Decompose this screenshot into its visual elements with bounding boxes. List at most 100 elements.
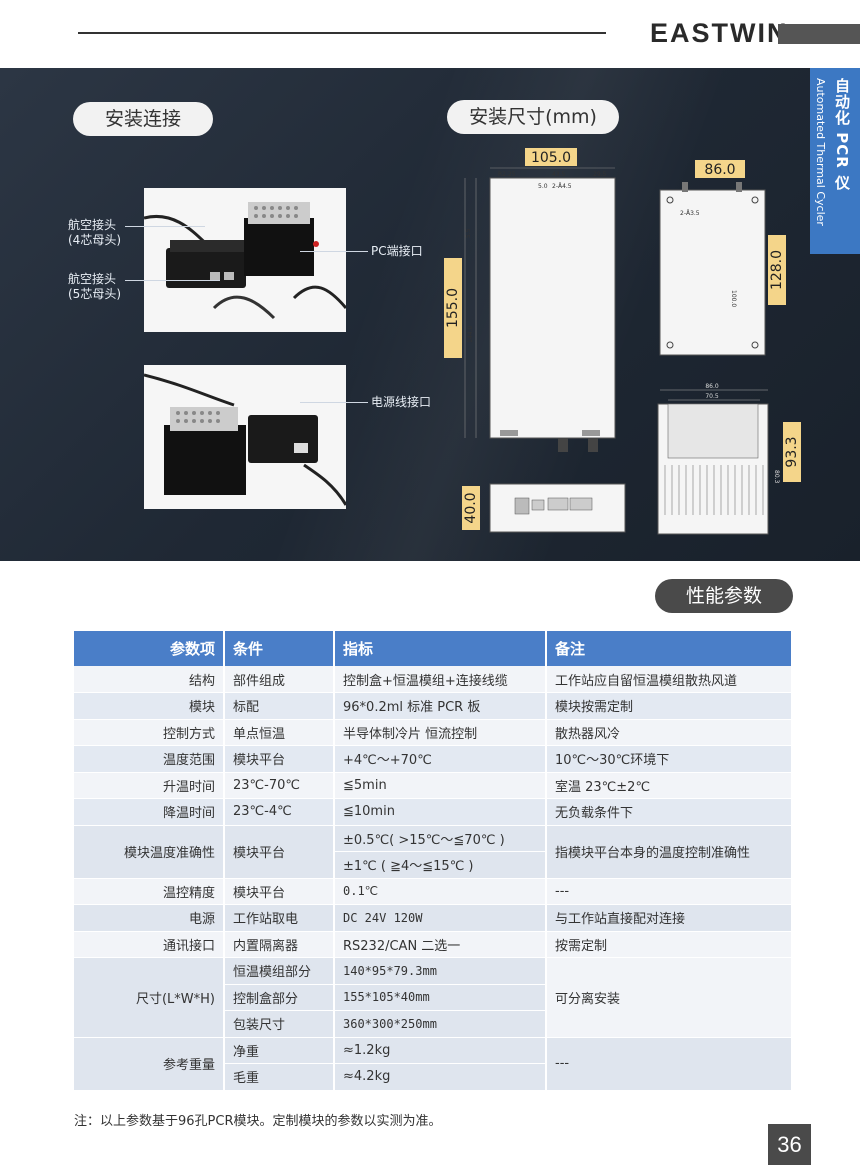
footnote: 注：以上参数基于96孔PCR模块。定制模块的参数以实测为准。 xyxy=(74,1114,442,1129)
cell-indicator: 0.1℃ xyxy=(334,878,547,905)
drawing-front-view: 105.0 155.0 R2.25 43.5 29.5 5.0 2-Å4.5 5… xyxy=(440,148,630,468)
dim-front-height: 155.0 xyxy=(445,288,461,328)
performance-title: 性能参数 xyxy=(655,579,793,613)
cell-param: 升温时间 xyxy=(74,772,225,799)
cell-condition: 模块平台 xyxy=(224,825,335,879)
cell-remark: 按需定制 xyxy=(546,931,793,958)
cell-indicator: 96*0.2ml 标准 PCR 板 xyxy=(334,692,547,720)
header-param: 参数项 xyxy=(74,631,225,666)
cell-remark: 指模块平台本身的温度控制准确性 xyxy=(546,825,793,879)
cell-param: 尺寸(L*W*H) xyxy=(74,957,225,1038)
dim-end-height: 93.3 xyxy=(784,436,800,467)
cell-remark: 10℃～30℃环境下 xyxy=(546,745,793,773)
cell-param: 控制方式 xyxy=(74,719,225,746)
install-section: 安装连接 安装尺寸(mm) 自动化 PCR 仪 Automated Therma… xyxy=(0,68,860,561)
table-row: 控制盒部分 155*105*40mm xyxy=(74,984,792,1011)
cell-param: 模块温度准确性 xyxy=(74,825,225,879)
cell-indicator: 155*105*40mm xyxy=(334,984,547,1011)
cell-param: 参考重量 xyxy=(74,1037,225,1091)
table-row: 模块 标配 96*0.2ml 标准 PCR 板 模块按需定制 xyxy=(74,692,793,720)
table-row: 包装尺寸 360*300*250mm xyxy=(74,1010,792,1038)
cell-param: 温度范围 xyxy=(74,745,225,773)
cell-condition: 恒温模组部分 xyxy=(224,957,335,985)
table-row: 结构 部件组成 控制盒+恒温模组+连接线缆 工作站应自留恒温模组散热风道 xyxy=(74,666,793,693)
label-pc-port: PC端接口 xyxy=(371,244,423,258)
product-photo-power xyxy=(144,365,346,509)
cell-indicator: ≦5min xyxy=(334,772,547,799)
table-row: 温控精度 模块平台 0.1℃ --- xyxy=(74,878,793,905)
dim-d: 2-Å4.5 xyxy=(552,183,572,190)
cell-param: 电源 xyxy=(74,904,225,932)
header-indicator: 指标 xyxy=(334,631,547,666)
cell-param: 结构 xyxy=(74,666,225,693)
table-header-row: 参数项 条件 指标 备注 xyxy=(74,631,793,666)
leader-line xyxy=(300,402,368,403)
side-tab-cn: 自动化 PCR 仪 xyxy=(833,78,851,191)
cell-param: 降温时间 xyxy=(74,798,225,826)
header-rule xyxy=(78,32,606,34)
label-air-connector-5: 航空接头 (5芯母头) xyxy=(68,272,121,301)
cell-condition: 内置隔离器 xyxy=(224,931,335,958)
dim-r: R2.25 xyxy=(498,171,516,178)
cell-condition: 净重 xyxy=(224,1037,335,1064)
cell-indicator: ±0.5℃( >15℃～≦70℃ ) xyxy=(334,825,547,852)
cell-condition: 单点恒温 xyxy=(224,719,335,746)
dim-side-inner: 100.0 xyxy=(730,290,737,307)
table-row: ±1℃ ( ≧4～≦15℃ ) xyxy=(74,851,792,879)
cell-remark: 室温 23℃±2℃ xyxy=(546,772,793,799)
cell-param: 模块 xyxy=(74,692,225,720)
cell-indicator: 半导体制冷片 恒流控制 xyxy=(334,719,547,746)
cell-condition: 部件组成 xyxy=(224,666,335,693)
cell-remark: --- xyxy=(546,878,793,905)
cell-condition: 23℃-70℃ xyxy=(224,772,335,799)
leader-line xyxy=(300,251,368,252)
cell-indicator: ≈1.2kg xyxy=(334,1037,547,1064)
table-row: 降温时间 23℃-4℃ ≦10min 无负载条件下 xyxy=(74,798,793,826)
cell-condition: 模块平台 xyxy=(224,878,335,905)
table-row: 控制方式 单点恒温 半导体制冷片 恒流控制 散热器风冷 xyxy=(74,719,793,746)
dim-c: 5.0 xyxy=(538,183,548,190)
table-row: 升温时间 23℃-70℃ ≦5min 室温 23℃±2℃ xyxy=(74,772,793,799)
dim-end-mid: 80.3 xyxy=(773,470,780,484)
cell-indicator: DC 24V 120W xyxy=(334,904,547,932)
table-row: 电源 工作站取电 DC 24V 120W 与工作站直接配对连接 xyxy=(74,904,793,932)
drawing-side-view: 86.0 128.0 2-Å3.5 100.0 xyxy=(640,160,795,365)
dim-inner-h: 144.0 xyxy=(467,326,474,343)
dim-end-width: 86.0 xyxy=(705,383,719,390)
table-row: 参考重量 净重 ≈1.2kg --- xyxy=(74,1037,793,1091)
cell-remark: 与工作站直接配对连接 xyxy=(546,904,793,932)
dim-end-inner: 70.5 xyxy=(705,393,719,400)
brand-logo: EASTWIN xyxy=(650,18,789,48)
cell-indicator: 140*95*79.3mm xyxy=(334,957,547,985)
cell-indicator: RS232/CAN 二选一 xyxy=(334,931,547,958)
cell-indicator: ±1℃ ( ≧4～≦15℃ ) xyxy=(334,851,547,879)
drawing-control-box: 40.0 xyxy=(460,476,630,536)
product-photo-connections xyxy=(144,188,346,332)
cell-remark: 模块按需定制 xyxy=(546,692,793,720)
leader-line xyxy=(125,226,205,227)
cell-param: 通讯接口 xyxy=(74,931,225,958)
label-power-port: 电源线接口 xyxy=(371,395,432,409)
cell-remark: 散热器风冷 xyxy=(546,719,793,746)
header-remark: 备注 xyxy=(546,631,793,666)
cell-indicator: ≈4.2kg xyxy=(334,1063,547,1091)
cell-condition: 包装尺寸 xyxy=(224,1010,335,1038)
cell-remark: 可分离安装 xyxy=(546,957,793,1038)
cell-condition: 23℃-4℃ xyxy=(224,798,335,826)
dim-side-width: 86.0 xyxy=(704,162,735,178)
spec-table: 参数项 条件 指标 备注 结构 部件组成 控制盒+恒温模组+连接线缆 工作站应自… xyxy=(74,631,793,1091)
table-row: 尺寸(L*W*H) 恒温模组部分 140*95*79.3mm 可分离安装 xyxy=(74,957,793,1038)
dim-top: 5.5 xyxy=(465,228,472,238)
cell-condition: 工作站取电 xyxy=(224,904,335,932)
cell-condition: 毛重 xyxy=(224,1063,335,1091)
cell-indicator: 控制盒+恒温模组+连接线缆 xyxy=(334,666,547,693)
table-row: 模块温度准确性 模块平台 ±0.5℃( >15℃～≦70℃ ) 指模块平台本身的… xyxy=(74,825,793,879)
dim-box-height: 40.0 xyxy=(463,492,479,523)
cell-indicator: +4℃～+70℃ xyxy=(334,745,547,773)
cell-param: 温控精度 xyxy=(74,878,225,905)
cell-indicator: ≦10min xyxy=(334,798,547,826)
drawing-end-view: 86.0 70.5 80.3 93.3 xyxy=(640,380,805,540)
cell-condition: 标配 xyxy=(224,692,335,720)
cell-remark: 工作站应自留恒温模组散热风道 xyxy=(546,666,793,693)
cell-indicator: 360*300*250mm xyxy=(334,1010,547,1038)
